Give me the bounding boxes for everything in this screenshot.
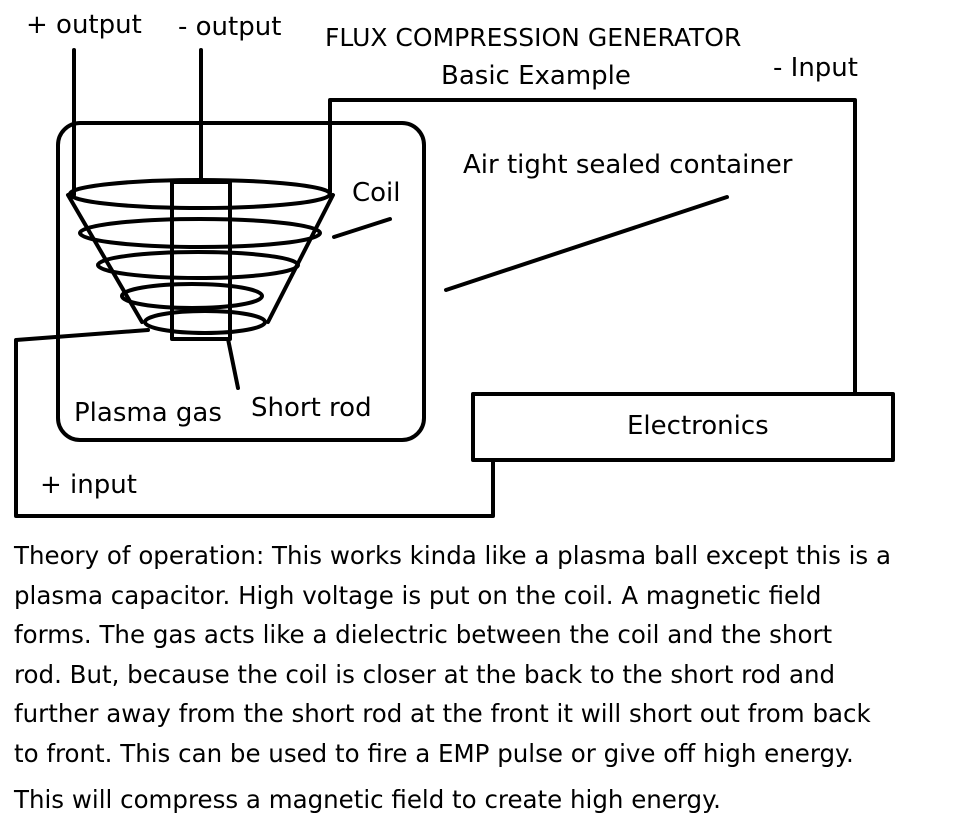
theory-line: rod. But, because the coil is closer at … xyxy=(14,659,836,689)
plus-input-wire xyxy=(14,328,495,518)
short-rod-pointer xyxy=(226,337,240,390)
short-rod xyxy=(170,180,232,341)
theory-line: Theory of operation: This works kinda li… xyxy=(14,541,891,570)
container-label: Air tight sealed container xyxy=(463,150,793,180)
plus-output-label: + output xyxy=(26,10,142,40)
sealed-container xyxy=(56,121,426,442)
diagram-subtitle: Basic Example xyxy=(441,61,631,91)
theory-line: further away from the short rod at the f… xyxy=(14,699,871,728)
coil-windings xyxy=(68,178,332,335)
minus-input-label: - Input xyxy=(773,53,858,83)
summary-text: This will compress a magnetic field to c… xyxy=(14,785,721,814)
minus-input-wire xyxy=(328,98,857,396)
short-rod-label: Short rod xyxy=(251,393,372,423)
theory-line: forms. The gas acts like a dielectric be… xyxy=(14,620,833,649)
theory-line: to front. This can be used to fire a EMP… xyxy=(14,738,854,768)
coil-pointer xyxy=(332,217,392,239)
theory-line: plasma capacitor. High voltage is put on… xyxy=(14,580,822,610)
electronics-box xyxy=(471,392,895,462)
diagram-title: FLUX COMPRESSION GENERATOR xyxy=(325,23,741,52)
electronics-label: Electronics xyxy=(627,411,769,441)
flux-generator-diagram: + output - output FLUX COMPRESSION GENER… xyxy=(14,10,895,518)
plasma-gas-label: Plasma gas xyxy=(74,398,222,428)
coil-label: Coil xyxy=(352,178,401,208)
minus-output-label: - output xyxy=(178,12,281,42)
container-pointer xyxy=(444,195,729,292)
theory-of-operation: Theory of operation: This works kinda li… xyxy=(14,536,949,773)
plus-input-label: + input xyxy=(40,470,137,500)
